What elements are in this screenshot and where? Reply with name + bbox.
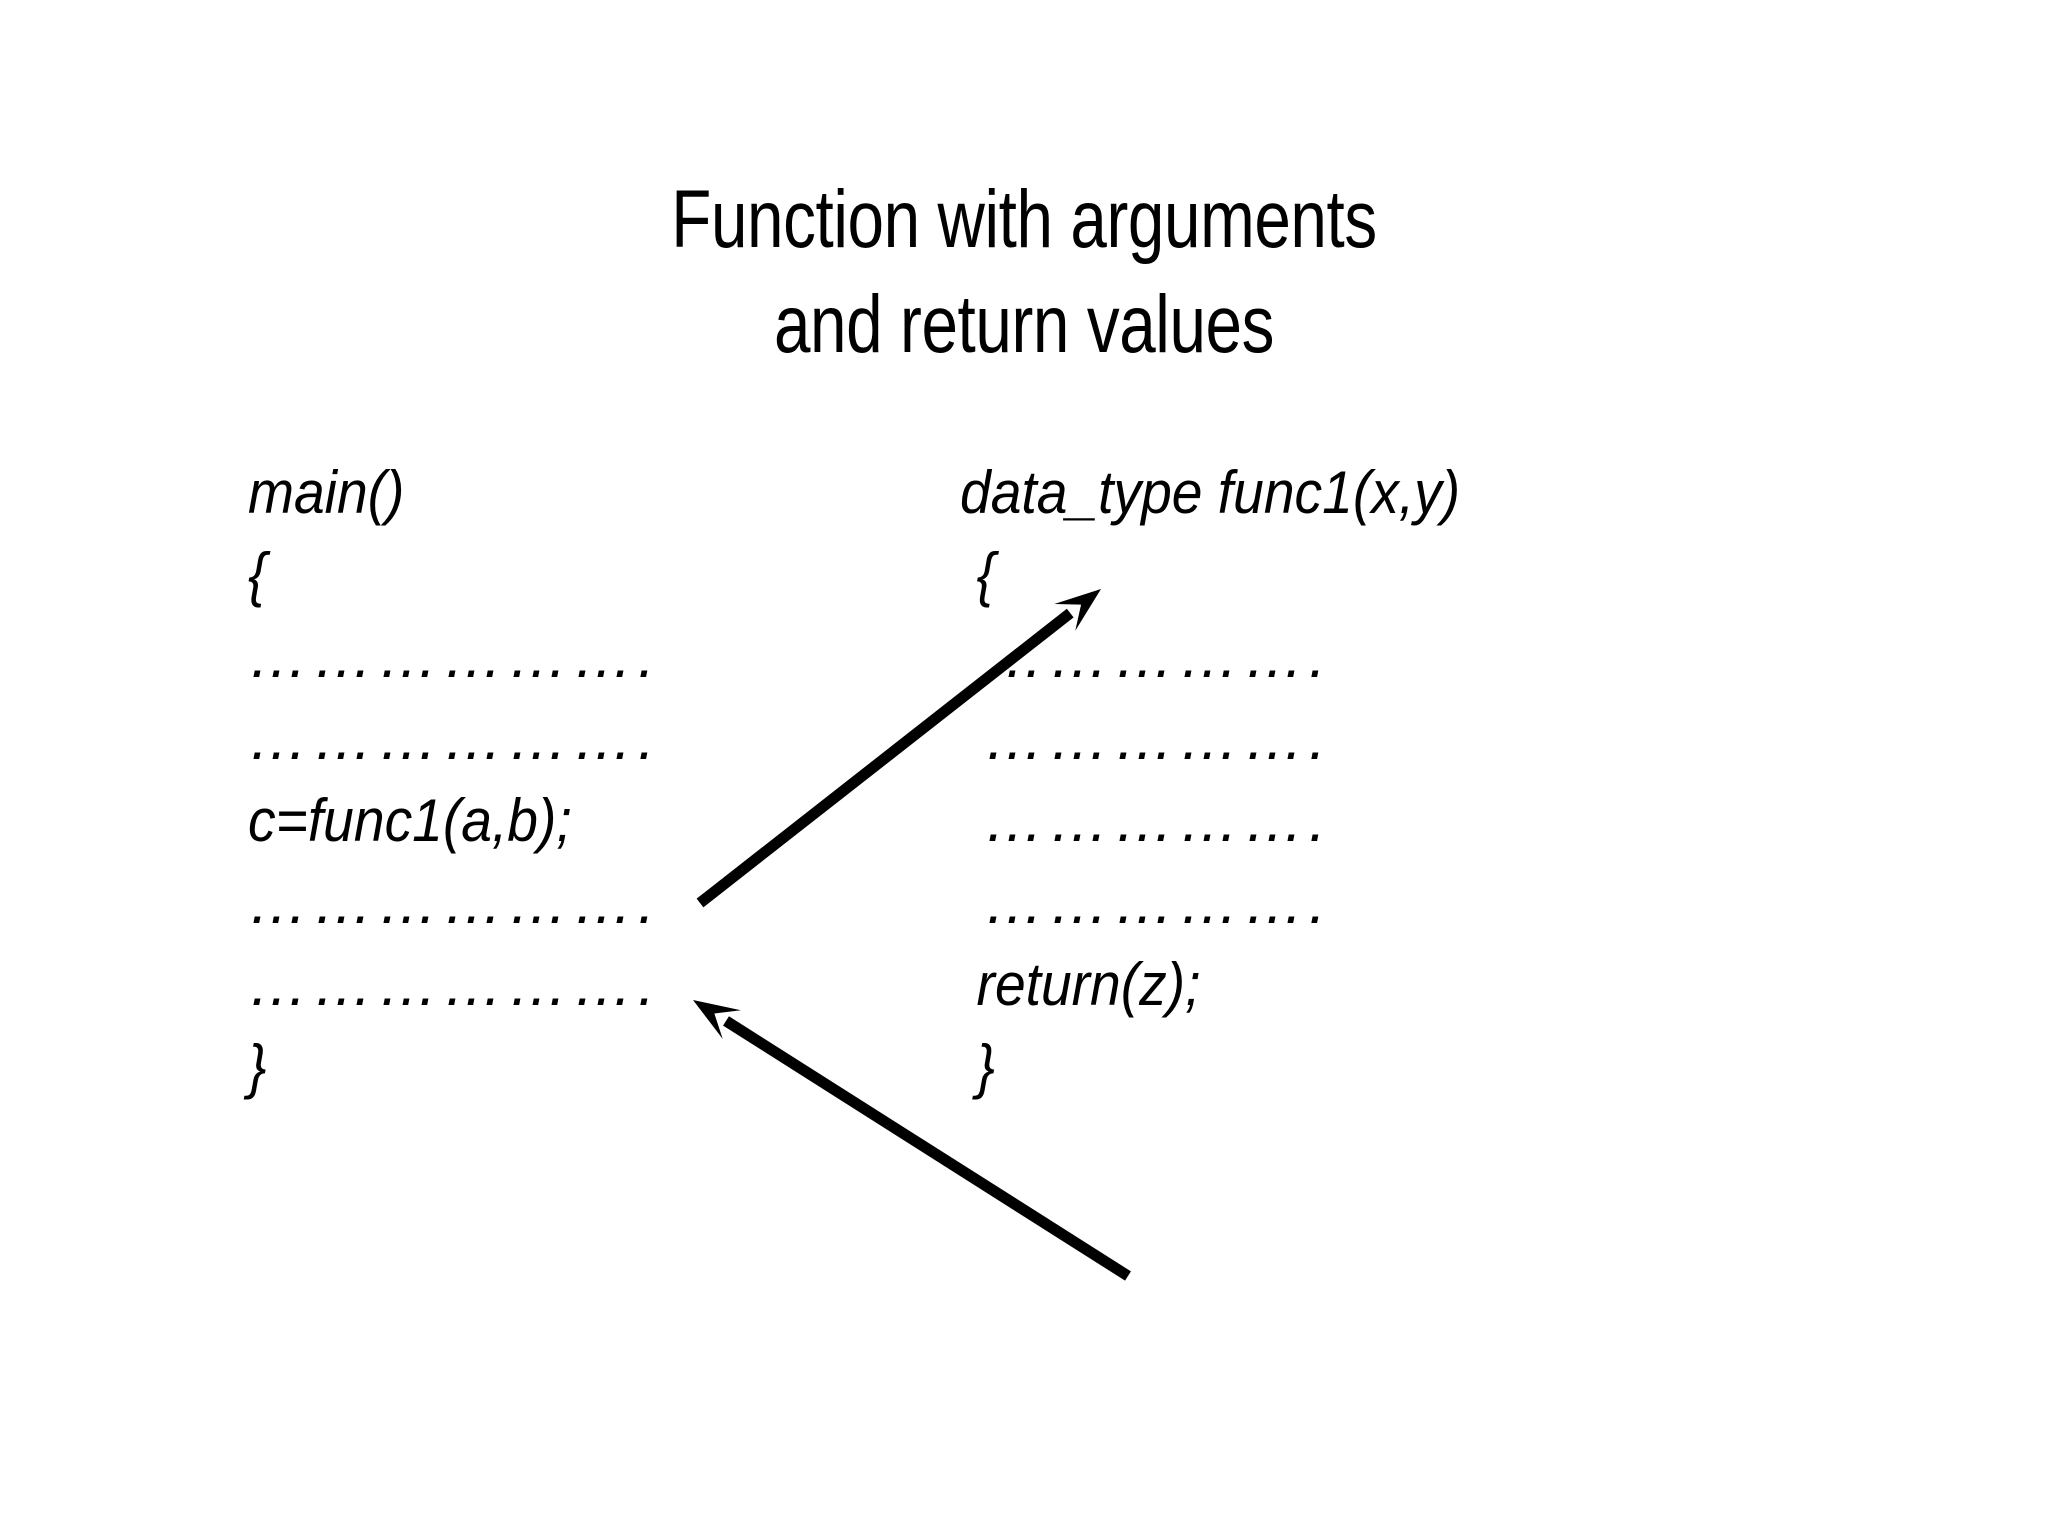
func1-function-block: data_type func1(x,y) { ……………. ……………. …………: [960, 452, 1504, 1108]
func1-dots-4: …………….: [984, 869, 1331, 936]
func1-open-brace: {: [976, 541, 996, 608]
main-close-brace: }: [248, 1033, 267, 1100]
main-dots-4: ……………….: [248, 951, 660, 1018]
return-arrow-head-icon: [693, 1000, 741, 1039]
main-open-brace: {: [248, 541, 267, 608]
main-dots-3: ……………….: [248, 869, 660, 936]
func1-close-brace: }: [976, 1033, 996, 1100]
title-line-1: Function with arguments: [671, 174, 1377, 265]
func1-return-statement: return(z);: [976, 951, 1201, 1018]
page-title: Function with arguments and return value…: [0, 168, 2048, 378]
func1-dots-2: …………….: [984, 705, 1331, 772]
func1-signature: data_type func1(x,y): [960, 459, 1461, 526]
main-dots-1: ……………….: [248, 623, 660, 690]
title-line-2: and return values: [773, 278, 1275, 370]
func1-dots-3: …………….: [984, 787, 1331, 854]
main-signature: main(): [248, 459, 405, 526]
main-dots-2: ……………….: [248, 705, 660, 772]
func1-dots-1: …………….: [984, 623, 1331, 690]
main-function-block: main() { ………………. ………………. c=func1(a,b); ……: [248, 452, 660, 1108]
main-call-statement: c=func1(a,b);: [248, 787, 572, 854]
